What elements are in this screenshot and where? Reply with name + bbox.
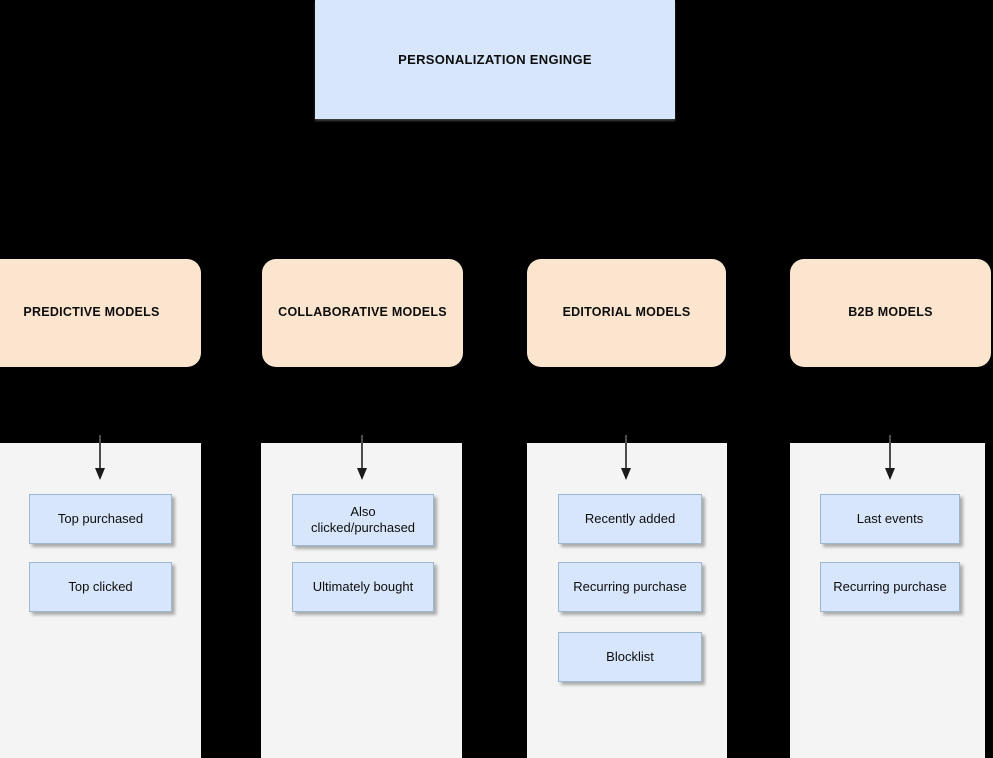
item-node[interactable]: Ultimately bought <box>292 562 434 612</box>
item-label: Recurring purchase <box>833 579 947 595</box>
item-label: Top purchased <box>57 511 144 527</box>
connector-arrow-down-icon <box>885 435 895 480</box>
connector-arrow-down-icon <box>357 435 367 480</box>
item-node[interactable]: Recently added <box>558 494 702 544</box>
category-label: PREDICTIVE MODELS <box>23 305 160 320</box>
item-label: Top clicked <box>68 579 133 595</box>
category-label: COLLABORATIVE MODELS <box>278 305 447 320</box>
item-node[interactable]: Last events <box>820 494 960 544</box>
category-node-editorial-models[interactable]: EDITORIAL MODELS <box>527 259 726 367</box>
item-label: Recently added <box>584 511 676 527</box>
category-label: B2B MODELS <box>848 305 933 320</box>
item-label: Recurring purchase <box>573 579 687 595</box>
connector-arrow-down-icon <box>621 435 631 480</box>
personalization-engine-node[interactable]: PERSONALIZATION ENGINGE <box>315 0 675 119</box>
item-label: Also clicked/purchased <box>310 504 416 535</box>
item-label: Blocklist <box>606 649 654 665</box>
item-label: Ultimately bought <box>312 579 414 595</box>
item-label: Last events <box>856 511 924 527</box>
item-node[interactable]: Recurring purchase <box>820 562 960 612</box>
connector-arrow-down-icon <box>95 435 105 480</box>
category-label: EDITORIAL MODELS <box>562 305 691 320</box>
category-node-b2b-models[interactable]: B2B MODELS <box>790 259 991 367</box>
personalization-engine-label: PERSONALIZATION ENGINGE <box>398 52 592 67</box>
item-node[interactable]: Top purchased <box>29 494 172 544</box>
category-node-predictive-models[interactable]: PREDICTIVE MODELS <box>0 259 201 367</box>
item-node[interactable]: Also clicked/purchased <box>292 494 434 546</box>
item-node[interactable]: Blocklist <box>558 632 702 682</box>
item-node[interactable]: Top clicked <box>29 562 172 612</box>
item-node[interactable]: Recurring purchase <box>558 562 702 612</box>
category-node-collaborative-models[interactable]: COLLABORATIVE MODELS <box>262 259 463 367</box>
